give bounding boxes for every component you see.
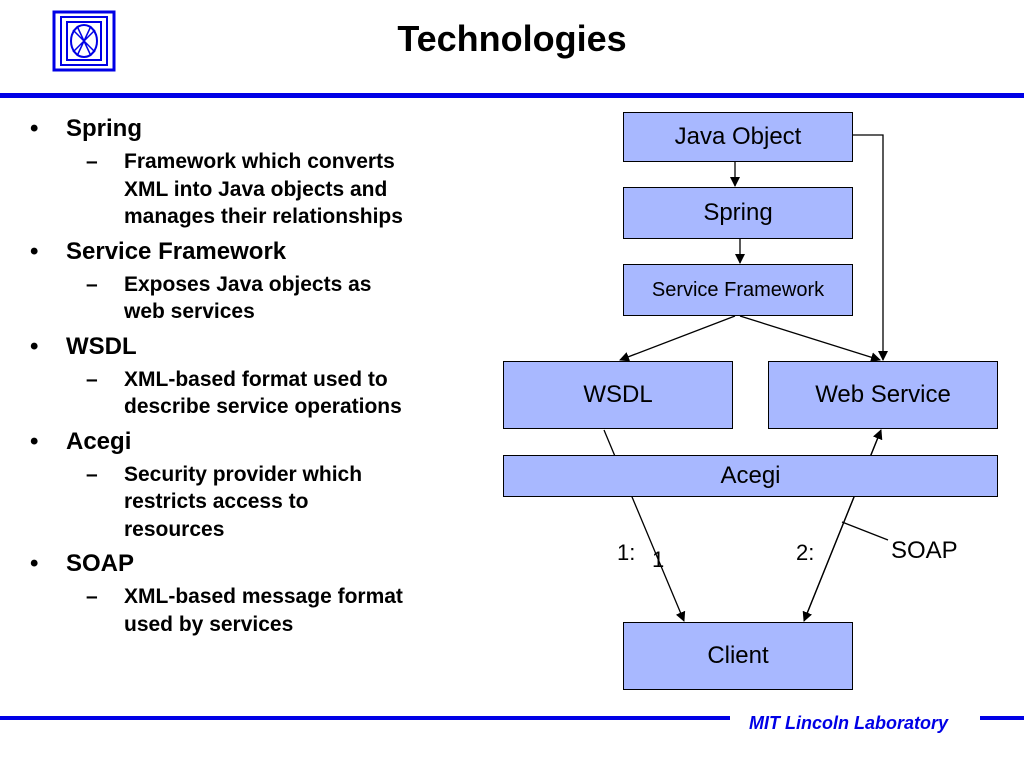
bullet-label: Acegi — [66, 427, 132, 455]
soap-label: SOAP — [891, 537, 958, 564]
web-service-box: Web Service — [768, 361, 998, 429]
dash-glyph: – — [86, 150, 98, 173]
sub-line: Exposes Java objects as — [124, 272, 372, 296]
dash-glyph: – — [86, 462, 98, 486]
arrow-service-to-webservice — [739, 315, 881, 363]
sub-line: XML-based message format — [124, 585, 403, 608]
service-framework-label: Service Framework — [651, 278, 825, 301]
bullet-item: • Acegi – Security provider which restric… — [30, 427, 480, 544]
java-object-box: Java Object — [623, 112, 853, 162]
client-box: Client — [623, 622, 853, 690]
dash-glyph: – — [86, 272, 98, 296]
step-2-label: 2: — [796, 540, 815, 565]
sub-bullet: – Exposes Java objects as web services — [30, 271, 480, 326]
sub-bullet: – Framework which converts XML into Java… — [30, 148, 480, 231]
arrow-service-to-wsdl — [619, 315, 736, 362]
bullet-list: • Spring – Framework which converts XML i… — [30, 112, 480, 644]
wsdl-box: WSDL — [503, 361, 733, 429]
sub-bullet: – Security provider which restricts acce… — [30, 461, 480, 544]
service-framework-box: Service Framework — [623, 264, 853, 316]
bullet-item: • WSDL – XML-based format used to describ… — [30, 332, 480, 421]
bullet-item: • Spring – Framework which converts XML i… — [30, 114, 480, 231]
bullet-glyph: • — [30, 332, 39, 360]
acegi-label: Acegi — [720, 462, 781, 489]
mit-ll-logo-icon — [52, 10, 116, 72]
bullet-glyph: • — [30, 115, 39, 142]
sub-line: XML-based format used to — [124, 367, 388, 391]
sub-line: restricts access to — [124, 490, 309, 513]
bullet-glyph: • — [30, 237, 39, 265]
sub-line: Framework which converts — [124, 150, 395, 173]
footer-rule-right — [980, 716, 1024, 720]
bullet-glyph: • — [30, 550, 39, 577]
sub-line: web services — [124, 300, 255, 323]
sub-line: resources — [124, 517, 225, 541]
web-service-label: Web Service — [815, 381, 951, 408]
sub-line: manages their relationships — [124, 205, 403, 228]
sub-line: describe service operations — [124, 395, 402, 418]
bullet-item: • Service Framework – Exposes Java object… — [30, 237, 480, 326]
sub-bullet: – XML-based format used to describe serv… — [30, 366, 480, 421]
java-object-label: Java Object — [674, 123, 802, 150]
sub-bullet: – XML-based message format used by servi… — [30, 583, 480, 638]
sub-line: Security provider which — [124, 462, 363, 486]
bullet-label: Service Framework — [66, 237, 287, 265]
bullet-item: • SOAP – XML-based message format used by… — [30, 549, 480, 638]
footer-rule-left — [0, 716, 730, 720]
spring-box: Spring — [623, 187, 853, 239]
acegi-box: Acegi — [503, 455, 998, 497]
arrow-java-to-webservice — [853, 134, 888, 361]
bullet-glyph: • — [30, 427, 39, 455]
wsdl-label: WSDL — [583, 381, 653, 408]
header-rule — [0, 93, 1024, 98]
footer-label: MIT Lincoln Laboratory — [749, 713, 949, 733]
page-title: Technologies — [397, 18, 627, 59]
client-label: Client — [707, 642, 769, 669]
bullet-label: SOAP — [66, 550, 135, 577]
soap-callout-line — [841, 521, 889, 541]
step-1-mark: 1 — [652, 547, 665, 572]
spring-label: Spring — [703, 199, 773, 226]
step-1-label: 1: — [617, 540, 636, 565]
bullet-label: WSDL — [66, 332, 137, 360]
dash-glyph: – — [86, 367, 98, 391]
dash-glyph: – — [86, 585, 98, 608]
sub-line: XML into Java objects and — [124, 177, 388, 201]
bullet-label: Spring — [66, 115, 142, 142]
sub-line: used by services — [124, 612, 294, 636]
